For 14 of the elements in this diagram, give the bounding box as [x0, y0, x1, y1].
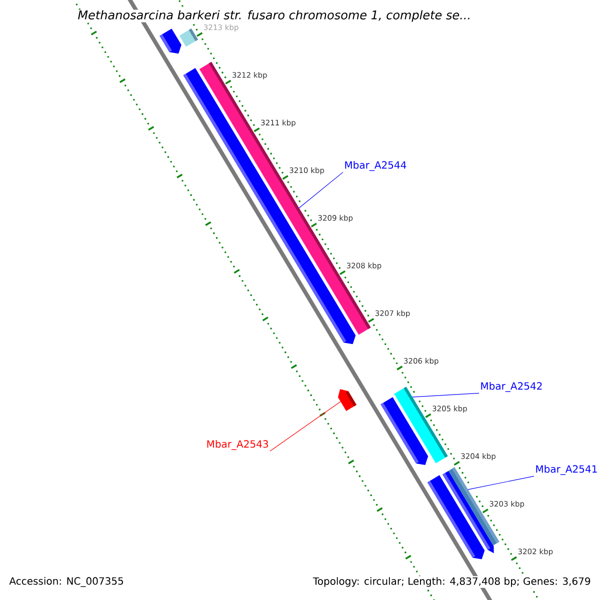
leader-line [298, 172, 344, 208]
gene-feature [179, 28, 198, 47]
gene-label: Mbar_A2543 [207, 440, 268, 450]
accession-text: Accession: NC_007355 [8, 576, 125, 588]
leader-line [412, 392, 480, 398]
leader-line [270, 401, 341, 452]
gene-feature [380, 397, 428, 465]
summary-text: Topology: circular; Length: 4,837,408 bp; Genes: 3,679 [312, 576, 592, 588]
gene-label: Mbar_A2541 [536, 465, 597, 475]
gene-label: Mbar_A2542 [481, 382, 542, 392]
gene-feature [160, 28, 182, 54]
gene-feature [338, 389, 356, 411]
title: Methanosarcina barkeri str. fusaro chromosome 1, complete se... [77, 10, 472, 22]
gene-label: Mbar_A2544 [345, 161, 406, 171]
